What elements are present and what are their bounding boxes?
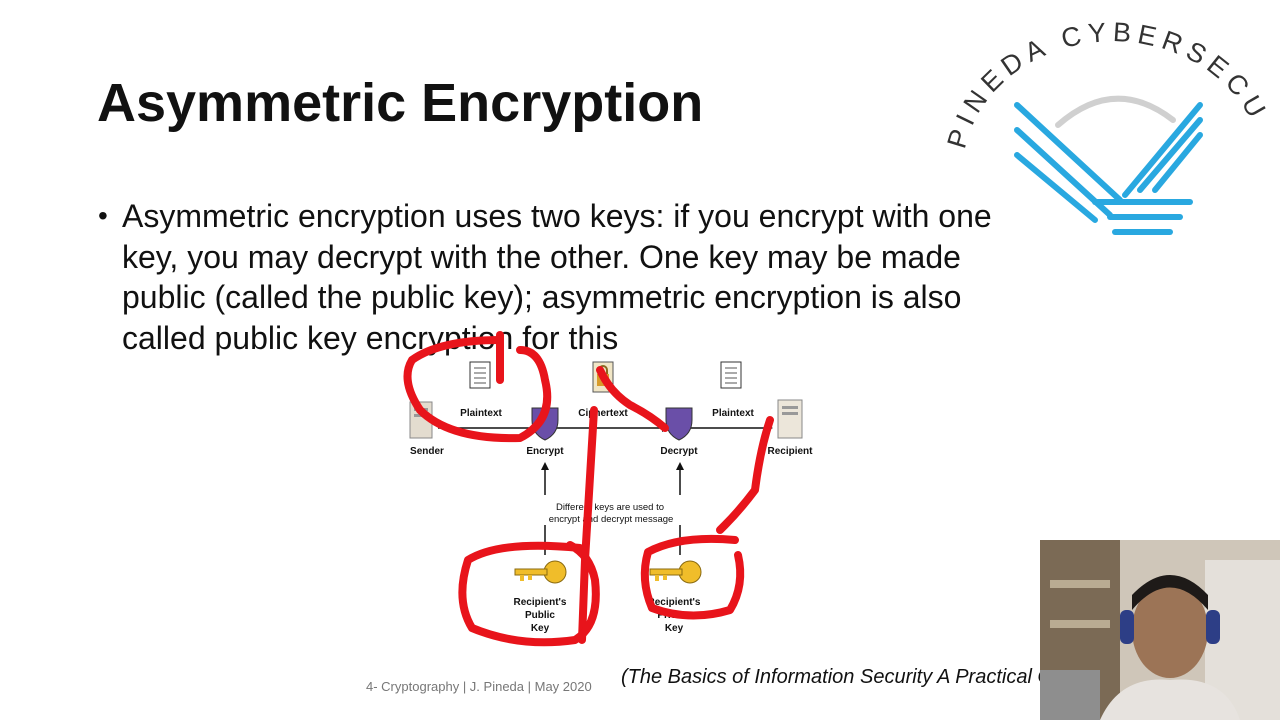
private-key-label-2: Private — [657, 610, 691, 621]
public-key-label-2: Public — [525, 610, 555, 621]
label-ciphertext: Ciphertext — [578, 408, 628, 419]
label-encrypt: Encrypt — [526, 446, 564, 457]
private-key-label-1: Recipient's — [648, 597, 701, 608]
logo-text: PINEDA CYBERSECURITY — [945, 5, 1268, 152]
presenter-face — [1132, 582, 1208, 678]
pineda-cybersecurity-logo: PINEDA CYBERSECURITY — [945, 5, 1274, 235]
logo-arc-shape — [1055, 95, 1176, 128]
private-key-icon — [649, 560, 702, 584]
decrypt-shield-icon — [665, 407, 693, 441]
asymmetric-encryption-diagram: Plaintext Ciphertext Plaintext Sender En… — [409, 361, 813, 634]
note-line-1: Different keys are used to — [556, 502, 664, 513]
bullet-text: Asymmetric encryption uses two keys: if … — [122, 198, 992, 356]
label-decrypt: Decrypt — [660, 446, 698, 457]
public-key-label-1: Recipient's — [514, 597, 567, 608]
private-key-label-3: Key — [665, 623, 684, 634]
sender-server-icon — [409, 401, 433, 439]
label-recipient: Recipient — [767, 446, 813, 457]
bullet-marker: • — [98, 200, 108, 231]
webcam-overlay — [1040, 540, 1280, 720]
ciphertext-document-icon — [592, 361, 614, 393]
slide-title: Asymmetric Encryption — [97, 73, 704, 133]
encrypt-shield-icon — [531, 407, 559, 441]
label-plaintext-left: Plaintext — [460, 408, 502, 419]
label-sender: Sender — [410, 446, 444, 457]
plaintext-document-icon-right — [720, 361, 742, 389]
slide-footer: 4- Cryptography | J. Pineda | May 2020 — [366, 679, 592, 694]
public-key-label-3: Key — [531, 623, 550, 634]
svg-text:PINEDA CYBERSECURITY: PINEDA CYBERSECURITY — [945, 5, 1274, 152]
plaintext-document-icon — [469, 361, 491, 389]
public-key-icon — [514, 560, 567, 584]
logo-chevron-icon — [1014, 102, 1203, 235]
note-line-2: encrypt and decrypt message — [549, 514, 674, 525]
recipient-server-icon — [777, 399, 803, 439]
presenter-video — [1040, 540, 1280, 720]
label-plaintext-right: Plaintext — [712, 408, 754, 419]
citation-text: (The Basics of Information Security A Pr… — [621, 666, 1040, 688]
